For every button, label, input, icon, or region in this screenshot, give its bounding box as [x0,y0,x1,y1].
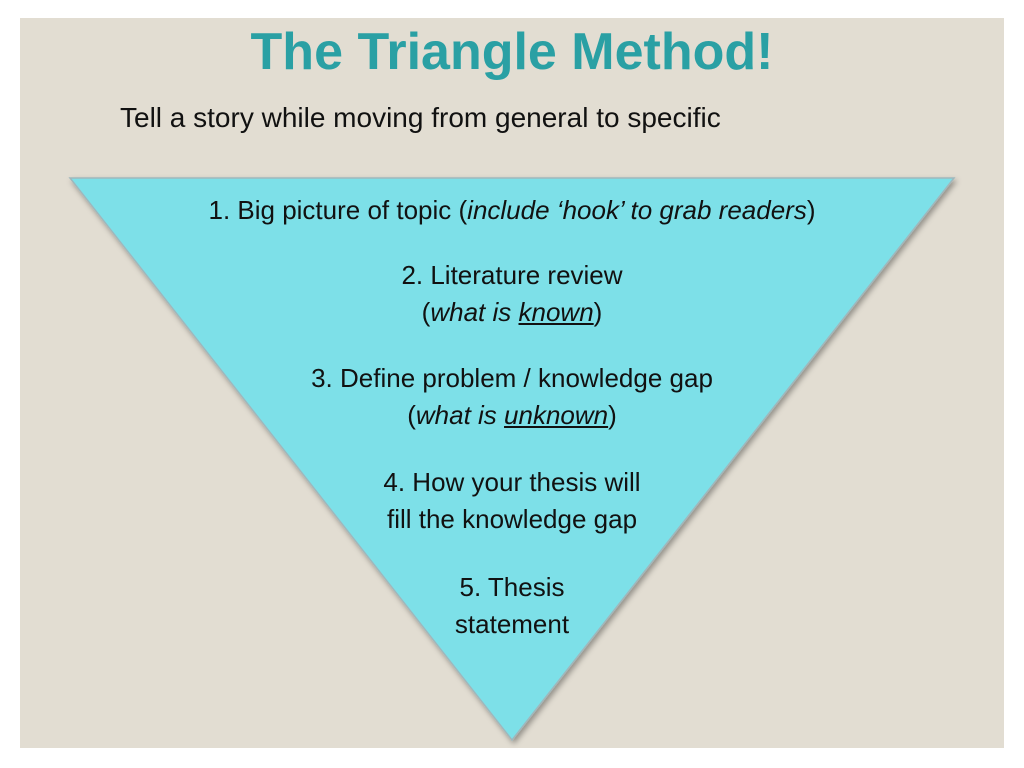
step-2-line2: (what is known) [421,297,603,327]
step-1-suffix: ) [806,195,816,225]
step-1-text: 1. Big picture of topic ( [208,195,468,225]
step-3: 3. Define problem / knowledge gap (what … [0,360,1024,434]
step-5-line2: statement [454,609,570,639]
step-2-line1: 2. Literature review [401,260,623,290]
step-3-line1: 3. Define problem / knowledge gap [311,363,713,393]
step-2: 2. Literature review (what is known) [0,257,1024,331]
slide-subtitle: Tell a story while moving from general t… [120,102,721,133]
step-4-line1: 4. How your thesis will [383,467,641,497]
step-4: 4. How your thesis will fill the knowled… [0,464,1024,538]
step-1: 1. Big picture of topic (include ‘hook’ … [0,192,1024,229]
step-5-line1: 5. Thesis [459,572,565,602]
step-4-line2: fill the knowledge gap [386,504,638,534]
step-3-line2: (what is unknown) [407,400,617,430]
slide-title: The Triangle Method! [250,23,774,81]
step-5: 5. Thesis statement [0,569,1024,643]
triangle-shape [68,177,956,742]
step-1-italic: include ‘hook’ to grab readers [467,195,807,225]
